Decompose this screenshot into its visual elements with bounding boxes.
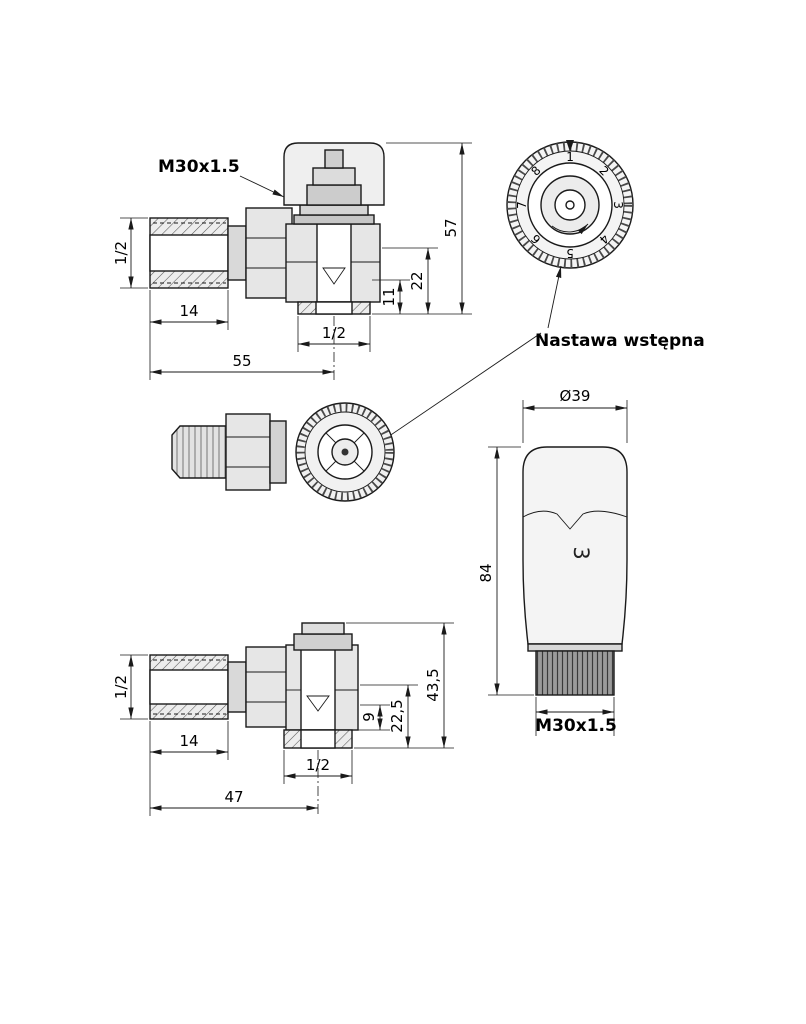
head-setting-number: 3: [569, 546, 593, 559]
cap-spindle: [324, 149, 344, 169]
dim-head-diameter: Ø39: [560, 387, 591, 405]
thread-spec-label: M30x1.5: [158, 157, 240, 177]
dim-outlet-depth-b: 9: [360, 712, 378, 722]
leader-to-dial: [547, 265, 562, 329]
dial-index-marker: [566, 140, 574, 152]
face-knurl-ring: [296, 403, 394, 501]
union-nut-b: [245, 646, 291, 728]
union-collar: [227, 225, 247, 281]
dim-outlet-size: 1/2: [322, 324, 346, 342]
dim-inlet-length-b: 14: [179, 732, 198, 750]
side-nut: [225, 413, 271, 491]
dim-outlet-offset: 22: [408, 271, 426, 290]
cap-gland: [306, 184, 362, 206]
side-thread: [171, 425, 227, 479]
preset-label: Nastawa wstępna: [535, 331, 705, 351]
dial-rotation-arrow: [551, 223, 589, 235]
dim-overall-height-b: 43,5: [424, 668, 442, 701]
head-step: [527, 643, 623, 652]
valve-angle-top-view: M30x1.5 1/2 14 55 1/2 11 22 57: [112, 142, 472, 380]
dim-outlet-depth: 11: [380, 287, 398, 306]
union-nut: [245, 207, 293, 299]
valve-cone: [322, 267, 346, 285]
dial-number-7: 7: [515, 201, 529, 209]
valve-angle-bottom-view: 1/2 14 47 1/2 9 22,5 43,5: [112, 622, 454, 816]
thread-leader-line: [239, 175, 285, 198]
inlet-bore-b: [149, 669, 229, 705]
side-washer: [269, 420, 287, 484]
insert-flange: [293, 214, 375, 225]
dim-outlet-offset-b: 22,5: [388, 699, 406, 732]
insert-gland: [299, 204, 369, 216]
cap-nut: [312, 167, 356, 186]
head-thread-label: M30x1.5: [535, 716, 617, 736]
head-collar: [535, 650, 615, 696]
dial-center-pin: [565, 200, 575, 210]
dim-overall-height: 57: [442, 218, 460, 237]
dim-overall-length-b: 47: [224, 788, 243, 806]
outlet-bore-b: [300, 729, 336, 749]
dial-number-3: 3: [611, 201, 625, 209]
preset-dial-detail: 1 2 3 4 5 6 7 8: [506, 140, 634, 269]
head-indicator-wave: [522, 510, 628, 530]
valve-cone-b: [306, 695, 330, 712]
body-bore-b: [300, 644, 336, 731]
valve-side-view: [171, 402, 395, 502]
dim-inlet-size-b: 1/2: [112, 675, 130, 699]
body-bore: [316, 223, 352, 303]
dim-head-height: 84: [477, 563, 495, 582]
preset-leader-lines: Nastawa wstępna: [378, 265, 705, 444]
dial-number-5: 5: [566, 246, 574, 260]
dim-inlet-length: 14: [179, 302, 198, 320]
dim-outlet-size-b: 1/2: [306, 756, 330, 774]
insert-gland-b: [293, 633, 353, 651]
thermostatic-head: 3 Ø39 84 M30x1.5: [477, 387, 628, 736]
head-body: [522, 446, 628, 645]
dim-inlet-size: 1/2: [112, 241, 130, 265]
leader-to-face-view: [378, 332, 542, 444]
insert-top-b: [301, 622, 345, 635]
union-collar-b: [227, 661, 247, 713]
face-center-dot: [341, 448, 349, 456]
inlet-bore: [149, 234, 229, 272]
outlet-bore: [315, 301, 353, 315]
dial-number-1: 1: [566, 150, 574, 164]
dim-overall-length: 55: [232, 352, 251, 370]
